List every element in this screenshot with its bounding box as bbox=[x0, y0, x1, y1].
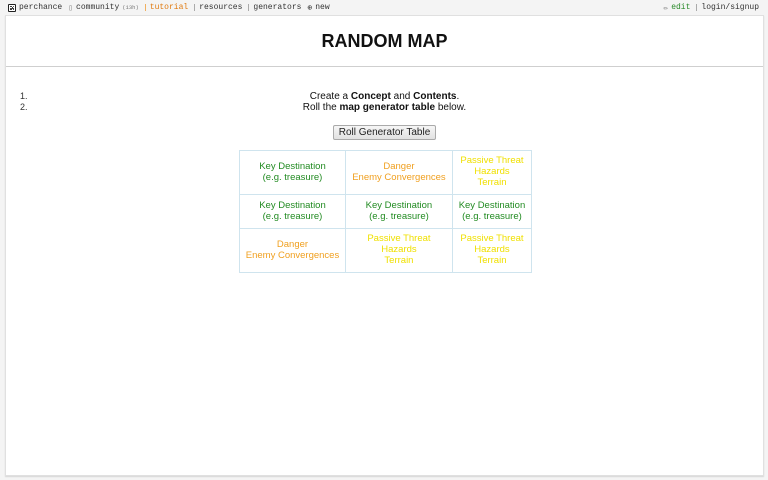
chat-icon: ▯ bbox=[68, 3, 74, 13]
nav-new-label: new bbox=[315, 3, 330, 12]
grid-cell: Passive Threat Hazards Terrain bbox=[451, 228, 533, 273]
nav-login[interactable]: login/signup bbox=[696, 3, 759, 12]
top-nav-left: perchance ▯ community (13h) tutorial res… bbox=[0, 3, 336, 13]
page-title: RANDOM MAP bbox=[321, 30, 448, 51]
step-2-table-ref: map generator table bbox=[339, 102, 436, 113]
cell-line: Passive Threat bbox=[460, 233, 524, 245]
button-wrap: Roll Generator Table bbox=[6, 122, 763, 140]
cell-line: (e.g. treasure) bbox=[262, 171, 323, 183]
cell-line: Enemy Convergences bbox=[352, 171, 446, 183]
nav-edit-label: edit bbox=[671, 3, 691, 12]
cell-line: (e.g. treasure) bbox=[262, 210, 323, 222]
page-header: RANDOM MAP bbox=[6, 16, 763, 67]
cell-line: Hazards bbox=[474, 244, 510, 256]
nav-generators-label: generators bbox=[253, 3, 302, 12]
step-2-number: 2. bbox=[20, 102, 28, 112]
step-1: 1. Create a Concept and Contents. bbox=[6, 91, 763, 102]
roll-generator-table-button[interactable]: Roll Generator Table bbox=[332, 125, 437, 140]
top-nav-bar: perchance ▯ community (13h) tutorial res… bbox=[0, 0, 768, 15]
nav-community-label: community bbox=[76, 3, 120, 12]
nav-resources[interactable]: resources bbox=[194, 3, 242, 12]
step-2-text-b: below. bbox=[435, 102, 467, 113]
step-1-contents: Contents bbox=[413, 91, 457, 102]
map-generator-table: Key Destination (e.g. treasure) Danger E… bbox=[238, 150, 533, 273]
step-2: 2. Roll the map generator table below. bbox=[6, 102, 763, 113]
cell-line: (e.g. treasure) bbox=[462, 210, 522, 222]
step-1-text-a: Create a bbox=[309, 91, 351, 102]
nav-community[interactable]: ▯ community (13h) bbox=[68, 3, 139, 13]
grid-cell: Passive Threat Hazards Terrain bbox=[451, 150, 533, 195]
cell-line: Passive Threat bbox=[367, 233, 431, 245]
table-row: Key Destination (e.g. treasure) Key Dest… bbox=[238, 194, 533, 229]
step-2-text-a: Roll the bbox=[302, 102, 340, 113]
table-row: Danger Enemy Convergences Passive Threat… bbox=[238, 228, 533, 273]
grid-cell: Danger Enemy Convergences bbox=[238, 228, 347, 273]
generators-icon bbox=[248, 4, 250, 11]
table-row: Key Destination (e.g. treasure) Danger E… bbox=[238, 150, 533, 195]
cell-line: Danger bbox=[276, 238, 309, 250]
cell-line: Hazards bbox=[474, 166, 510, 178]
grid-cell: Key Destination (e.g. treasure) bbox=[451, 194, 533, 229]
resources-icon bbox=[194, 4, 196, 11]
nav-tutorial-label: tutorial bbox=[149, 3, 189, 12]
cell-line: Passive Threat bbox=[460, 155, 524, 167]
user-icon bbox=[696, 4, 698, 11]
step-1-concept: Concept bbox=[350, 91, 391, 102]
cell-line: Hazards bbox=[381, 244, 417, 256]
plus-circle-icon: ⊕ bbox=[307, 3, 313, 13]
grid-cell: Key Destination (e.g. treasure) bbox=[238, 150, 347, 195]
community-badge: (13h) bbox=[122, 4, 139, 11]
instructions-list: 1. Create a Concept and Contents. 2. Rol… bbox=[6, 91, 763, 115]
dice-icon bbox=[8, 3, 16, 12]
pencil-icon: ✏ bbox=[663, 3, 669, 13]
step-1-text-b: and bbox=[390, 91, 414, 102]
cell-line: Key Destination bbox=[259, 160, 326, 172]
nav-new[interactable]: ⊕ new bbox=[307, 3, 329, 13]
top-nav-right: ✏ edit login/signup bbox=[663, 3, 768, 13]
grid-cell: Key Destination (e.g. treasure) bbox=[345, 194, 453, 229]
step-1-number: 1. bbox=[20, 91, 28, 101]
grid-cell: Danger Enemy Convergences bbox=[345, 150, 453, 195]
nav-perchance-label: perchance bbox=[19, 3, 63, 12]
nav-edit[interactable]: ✏ edit bbox=[663, 3, 690, 13]
step-1-text: Create a Concept and Contents. bbox=[6, 91, 763, 102]
grid-cell: Passive Threat Hazards Terrain bbox=[345, 228, 453, 273]
cell-line: Key Destination bbox=[259, 199, 326, 211]
nav-login-label: login/signup bbox=[701, 3, 759, 12]
cell-line: Terrain bbox=[477, 254, 507, 266]
generator-panel: RANDOM MAP 1. Create a Concept and Conte… bbox=[5, 15, 764, 476]
grid-cell: Key Destination (e.g. treasure) bbox=[238, 194, 347, 229]
step-2-text: Roll the map generator table below. bbox=[6, 102, 763, 113]
nav-tutorial[interactable]: tutorial bbox=[144, 3, 189, 12]
cell-line: Key Destination bbox=[365, 199, 433, 211]
cell-line: Key Destination bbox=[458, 199, 526, 211]
cell-line: Enemy Convergences bbox=[245, 249, 340, 261]
cell-line: Danger bbox=[383, 160, 415, 172]
book-icon bbox=[144, 4, 146, 11]
cell-line: (e.g. treasure) bbox=[369, 210, 429, 222]
nav-generators[interactable]: generators bbox=[248, 3, 301, 12]
nav-resources-label: resources bbox=[199, 3, 243, 12]
step-1-text-c: . bbox=[456, 91, 460, 102]
nav-perchance[interactable]: perchance bbox=[8, 3, 62, 12]
cell-line: Terrain bbox=[384, 254, 414, 266]
cell-line: Terrain bbox=[477, 176, 507, 188]
